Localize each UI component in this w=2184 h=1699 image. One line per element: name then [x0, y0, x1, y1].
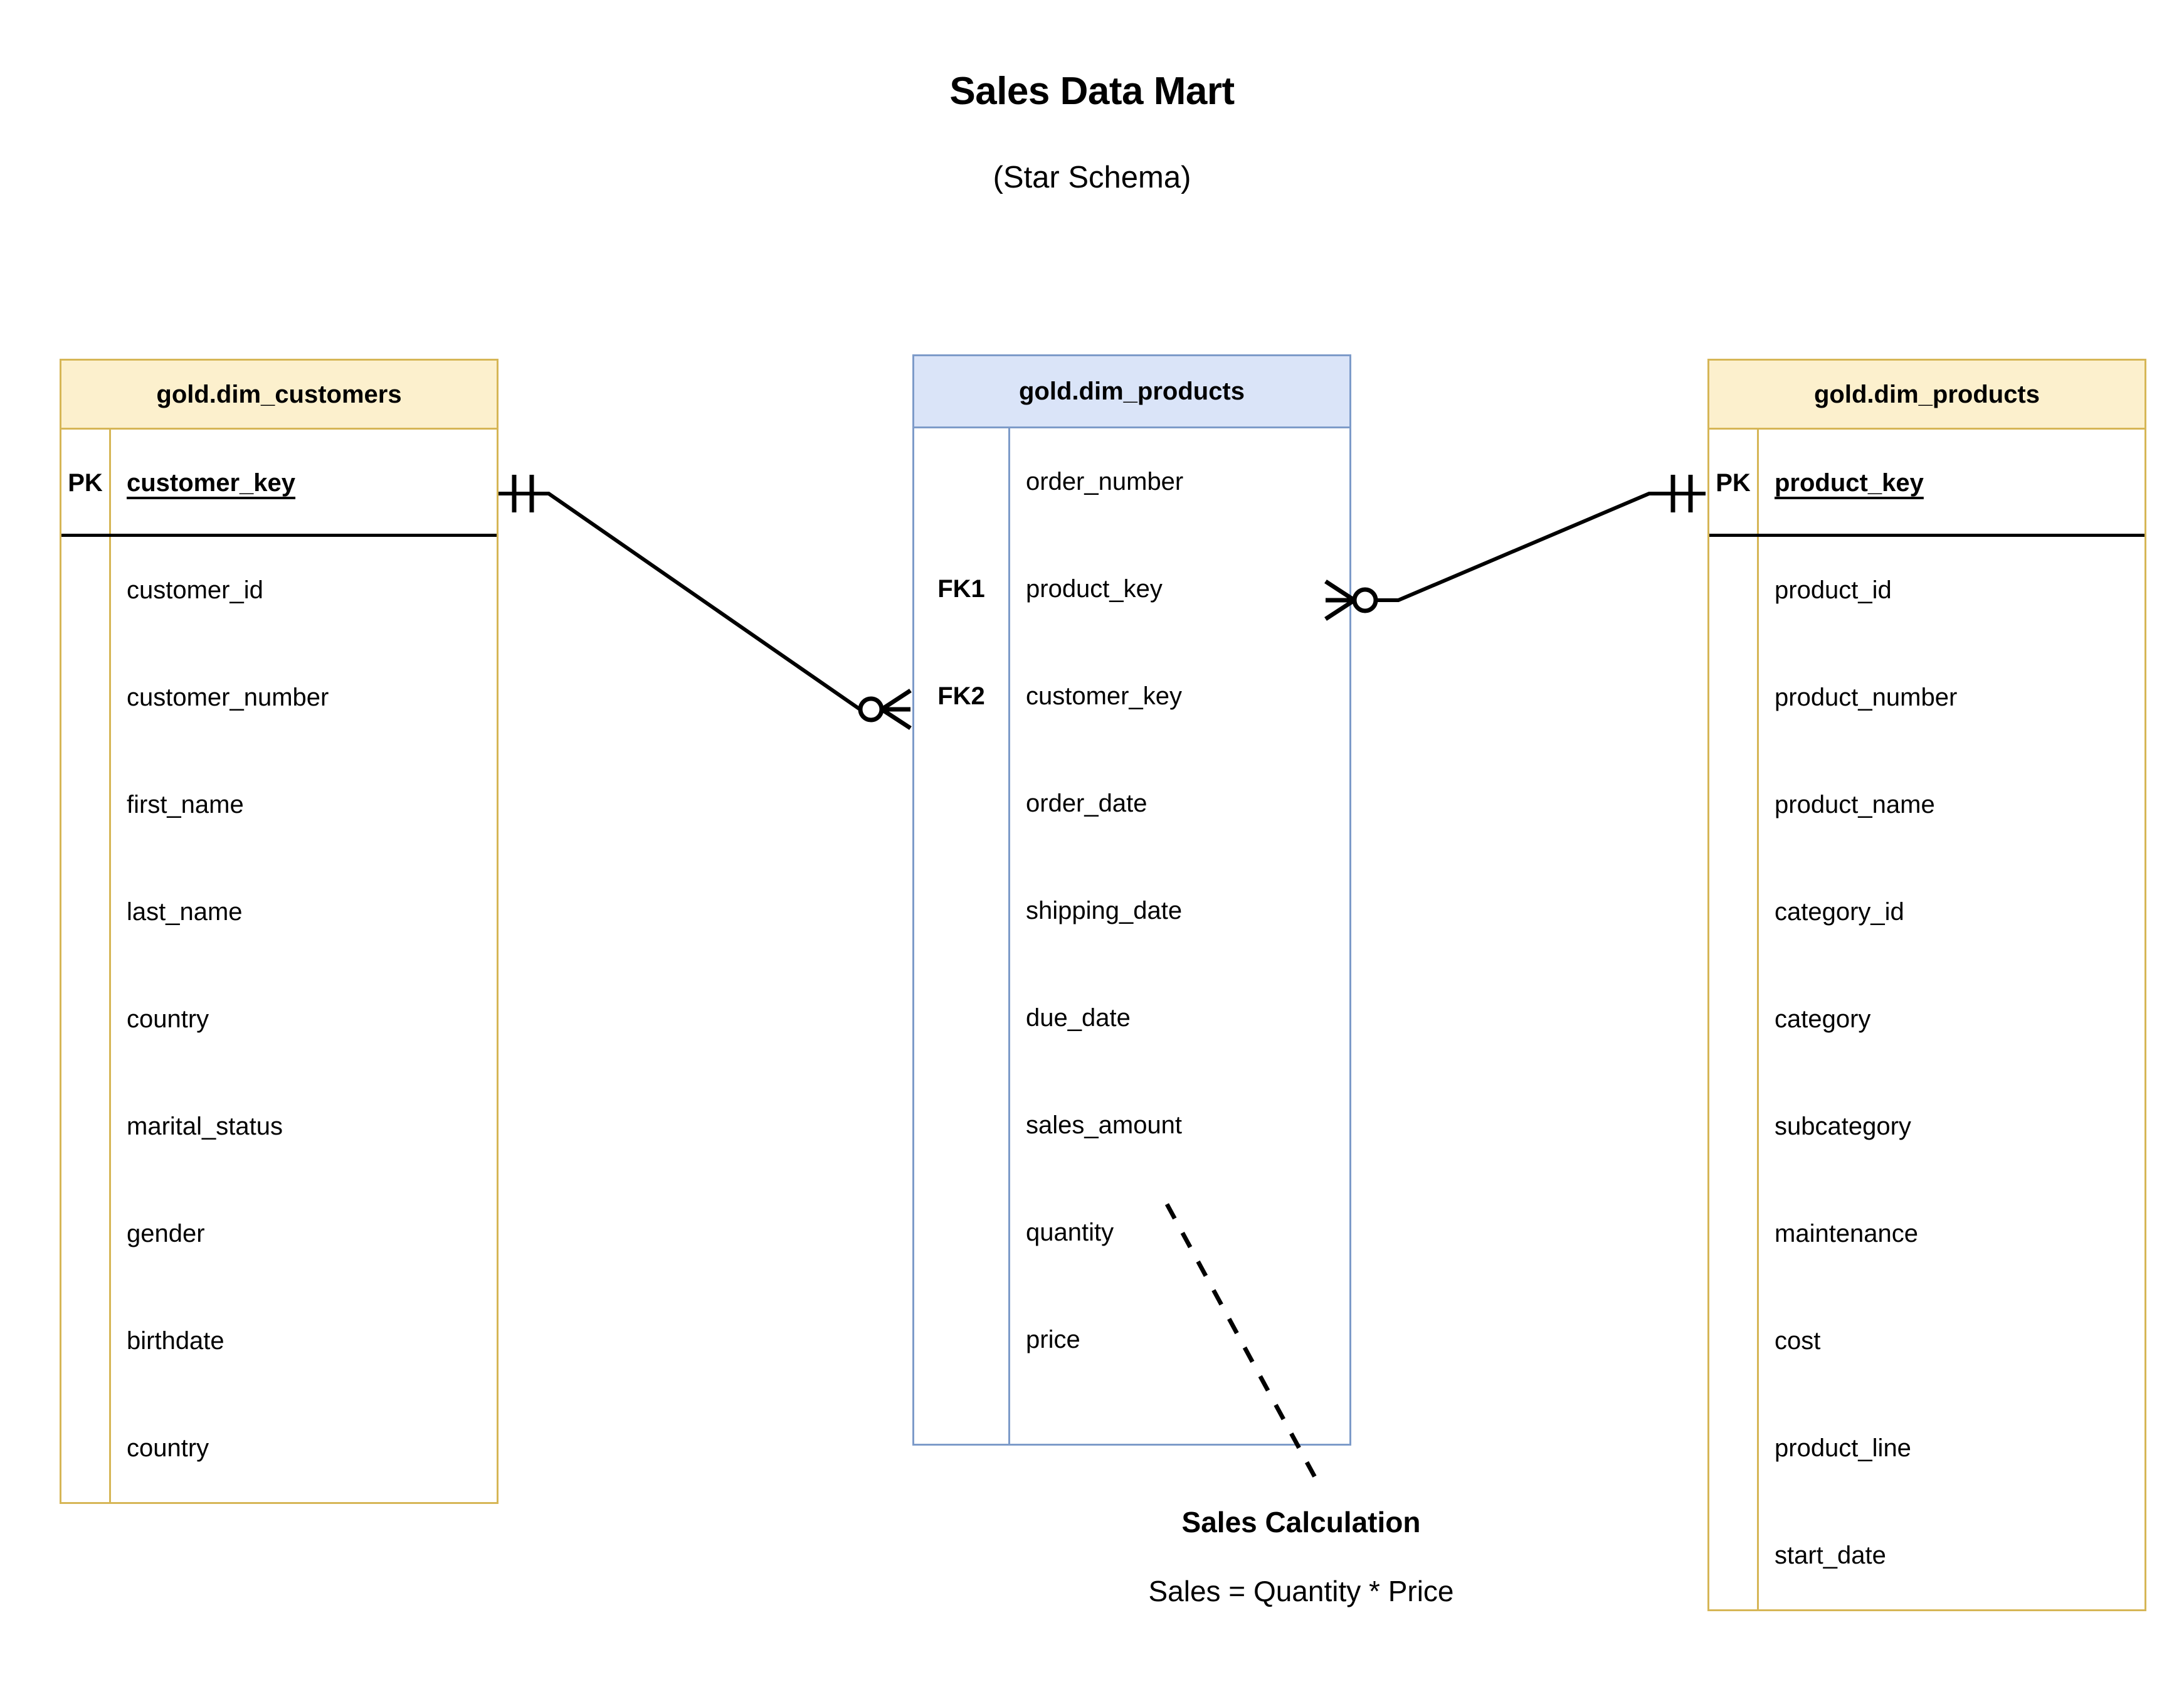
entity-dim-products-fields: PK product_key product_id product_number…	[1709, 430, 2144, 1609]
entity-row[interactable]: marital_status	[61, 1073, 497, 1180]
entity-row[interactable]: subcategory	[1709, 1073, 2144, 1180]
row-field-name: customer_key	[127, 469, 296, 497]
entity-row[interactable]: price	[914, 1286, 1349, 1394]
cardinality-zero-or-many-icon	[858, 689, 912, 730]
entity-row[interactable]: country	[61, 966, 497, 1073]
row-field-name: shipping_date	[1026, 897, 1183, 924]
pk-separator-line	[61, 534, 497, 537]
row-field-name: price	[1026, 1326, 1080, 1353]
entity-row-pk[interactable]: PK product_key	[1709, 430, 2144, 537]
entity-row[interactable]: FK1 product_key	[914, 536, 1349, 643]
relationship-line	[1348, 492, 1706, 602]
key-column-divider	[1008, 428, 1010, 1444]
entity-row[interactable]: quantity	[914, 1179, 1349, 1286]
entity-row[interactable]: last_name	[61, 859, 497, 966]
cardinality-one-and-only-one-icon	[1670, 475, 1693, 512]
page-subtitle: (Star Schema)	[993, 161, 1191, 194]
entity-dim-customers-title: gold.dim_customers	[61, 361, 497, 430]
row-field-name: customer_id	[127, 576, 263, 604]
pk-separator-line	[1709, 534, 2144, 537]
entity-fact-sales-title: gold.dim_products	[914, 356, 1349, 428]
sales-calculation-title: Sales Calculation	[1181, 1506, 1421, 1538]
row-field-name: due_date	[1026, 1004, 1131, 1032]
entity-bottom-padding	[914, 1394, 1349, 1444]
row-field-name: sales_amount	[1026, 1111, 1183, 1139]
entity-row[interactable]: order_date	[914, 750, 1349, 857]
entity-row[interactable]: customer_number	[61, 644, 497, 751]
row-field-name: subcategory	[1775, 1113, 1911, 1140]
entity-row[interactable]: category_id	[1709, 859, 2144, 966]
page-title: Sales Data Mart	[949, 70, 1235, 113]
entity-row[interactable]: start_date	[1709, 1502, 2144, 1609]
entity-row-pk[interactable]: PK customer_key	[61, 430, 497, 537]
entity-row[interactable]: product_name	[1709, 751, 2144, 859]
entity-row[interactable]: customer_id	[61, 537, 497, 644]
key-column-divider	[109, 430, 111, 1502]
entity-row[interactable]: country	[61, 1395, 497, 1502]
entity-fact-sales[interactable]: gold.dim_products order_number FK1 produ…	[912, 354, 1351, 1446]
row-field-name: customer_number	[127, 684, 329, 711]
row-field-name: customer_key	[1026, 682, 1182, 710]
entity-row[interactable]: gender	[61, 1180, 497, 1288]
row-field-name: product_id	[1775, 576, 1892, 604]
entity-row[interactable]: birthdate	[61, 1288, 497, 1395]
entity-dim-products-title: gold.dim_products	[1709, 361, 2144, 430]
row-field-name: order_date	[1026, 790, 1147, 817]
row-field-name: marital_status	[127, 1113, 283, 1140]
row-field-name: product_line	[1775, 1434, 1911, 1462]
row-field-name: last_name	[127, 898, 243, 926]
row-field-name: product_name	[1775, 791, 1935, 818]
row-field-name: category_id	[1775, 898, 1904, 926]
entity-dim-customers[interactable]: gold.dim_customers PK customer_key custo…	[60, 359, 499, 1504]
relationship-customers-to-sales[interactable]	[499, 475, 912, 730]
row-key-marker: PK	[1716, 469, 1751, 497]
cardinality-one-and-only-one-icon	[512, 475, 534, 512]
row-key-marker: FK1	[937, 575, 985, 603]
row-key-marker: FK2	[937, 682, 985, 710]
entity-row[interactable]: due_date	[914, 965, 1349, 1072]
entity-row[interactable]: sales_amount	[914, 1072, 1349, 1179]
entity-row[interactable]: cost	[1709, 1288, 2144, 1395]
row-field-name: cost	[1775, 1327, 1821, 1355]
row-field-name: birthdate	[127, 1327, 224, 1355]
entity-row[interactable]: FK2 customer_key	[914, 643, 1349, 750]
entity-row[interactable]: product_id	[1709, 537, 2144, 644]
sales-calculation-formula: Sales = Quantity * Price	[1148, 1575, 1454, 1607]
row-field-name: country	[127, 1005, 209, 1033]
entity-row[interactable]: order_number	[914, 428, 1349, 536]
row-field-name: gender	[127, 1220, 205, 1247]
row-field-name: maintenance	[1775, 1220, 1919, 1247]
key-column-divider	[1757, 430, 1759, 1609]
row-field-name: country	[127, 1434, 209, 1462]
row-key-marker: PK	[68, 469, 103, 497]
row-field-name: category	[1775, 1005, 1871, 1033]
entity-row[interactable]: product_number	[1709, 644, 2144, 751]
sales-calculation-annotation: Sales Calculation Sales = Quantity * Pri…	[978, 1505, 1624, 1608]
entity-row[interactable]: product_line	[1709, 1395, 2144, 1502]
row-field-name: quantity	[1026, 1219, 1114, 1246]
entity-row[interactable]: maintenance	[1709, 1180, 2144, 1288]
row-field-name: product_key	[1026, 575, 1163, 603]
entity-dim-customers-fields: PK customer_key customer_id customer_num…	[61, 430, 497, 1502]
row-field-name: order_number	[1026, 468, 1184, 495]
row-field-name: product_key	[1775, 469, 1924, 497]
entity-dim-products[interactable]: gold.dim_products PK product_key product…	[1707, 359, 2146, 1611]
entity-row[interactable]: category	[1709, 966, 2144, 1073]
relationship-sales-to-products[interactable]	[1324, 475, 1706, 621]
entity-row[interactable]: first_name	[61, 751, 497, 859]
row-field-name: product_number	[1775, 684, 1958, 711]
relationship-line	[499, 492, 887, 711]
entity-fact-sales-fields: order_number FK1 product_key FK2 custome…	[914, 428, 1349, 1444]
row-field-name: first_name	[127, 791, 244, 818]
row-field-name: start_date	[1775, 1542, 1886, 1569]
entity-row[interactable]: shipping_date	[914, 857, 1349, 965]
